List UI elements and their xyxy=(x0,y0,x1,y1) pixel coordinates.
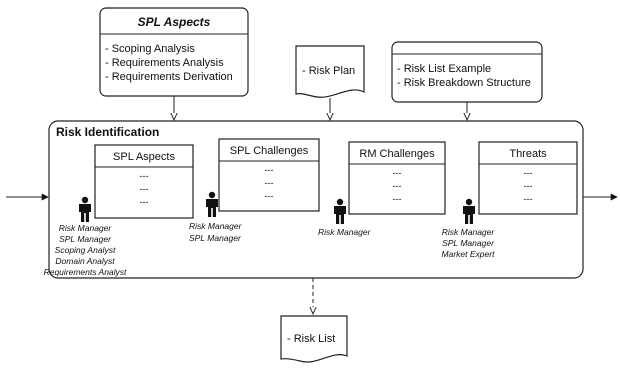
activity-title: RM Challenges xyxy=(359,148,435,160)
spl-aspects-input-item: - Requirements Derivation xyxy=(105,71,233,83)
activity-spl-aspects: SPL Aspects --- --- --- xyxy=(94,144,194,219)
activity-rm-challenges: RM Challenges --- --- --- xyxy=(348,141,446,215)
activity-line: --- xyxy=(524,181,533,191)
activity-line: --- xyxy=(140,184,149,194)
activity-spl-challenges: SPL Challenges --- --- --- xyxy=(218,138,320,212)
risk-list-document: - Risk List xyxy=(280,315,348,363)
activity-line: --- xyxy=(265,191,274,201)
activity-line: --- xyxy=(393,194,402,204)
activity-roles: Risk Manager SPL Manager Scoping Analyst… xyxy=(44,223,127,277)
role-label: Risk Manager xyxy=(442,227,496,237)
activity-threats: Threats --- --- --- xyxy=(478,141,578,215)
role-label: Scoping Analyst xyxy=(55,245,116,255)
role-label: Domain Analyst xyxy=(55,256,115,266)
role-label: SPL Manager xyxy=(442,238,495,248)
role-label: Risk Manager xyxy=(189,221,243,231)
activity-roles: Risk Manager SPL Manager Market Expert xyxy=(442,227,496,259)
activity-line: --- xyxy=(393,181,402,191)
spl-aspects-input-item: - Scoping Analysis xyxy=(105,43,195,55)
activity-roles: Risk Manager xyxy=(318,227,372,237)
activity-line: --- xyxy=(265,165,274,175)
spl-aspects-input-title: SPL Aspects xyxy=(138,15,211,29)
activity-line: --- xyxy=(524,194,533,204)
spl-aspects-input-box: SPL Aspects - Scoping Analysis - Require… xyxy=(99,7,249,97)
risk-list-label: - Risk List xyxy=(287,333,335,345)
activity-title: SPL Challenges xyxy=(230,145,309,157)
activity-line: --- xyxy=(140,197,149,207)
activity-title: Threats xyxy=(509,148,547,160)
activity-line: --- xyxy=(393,168,402,178)
role-label: Risk Manager xyxy=(59,223,113,233)
risk-plan-document: - Risk Plan xyxy=(295,45,365,98)
activity-line: --- xyxy=(140,171,149,181)
role-label: SPL Manager xyxy=(189,233,242,243)
activity-roles: Risk Manager SPL Manager xyxy=(189,221,243,243)
activity-title: SPL Aspects xyxy=(113,151,175,163)
role-label: Market Expert xyxy=(442,249,496,259)
role-label: Risk Manager xyxy=(318,227,372,237)
activity-line: --- xyxy=(265,178,274,188)
risk-examples-item: - Risk Breakdown Structure xyxy=(397,77,531,89)
activity-line: --- xyxy=(524,168,533,178)
risk-examples-item: - Risk List Example xyxy=(397,63,491,75)
process-title: Risk Identification xyxy=(56,125,159,139)
risk-examples-input-box: - Risk List Example - Risk Breakdown Str… xyxy=(391,41,543,103)
risk-plan-label: - Risk Plan xyxy=(302,65,355,77)
role-label: SPL Manager xyxy=(59,234,112,244)
spl-aspects-input-item: - Requirements Analysis xyxy=(105,57,224,69)
role-label: Requirements Analyst xyxy=(44,267,127,277)
